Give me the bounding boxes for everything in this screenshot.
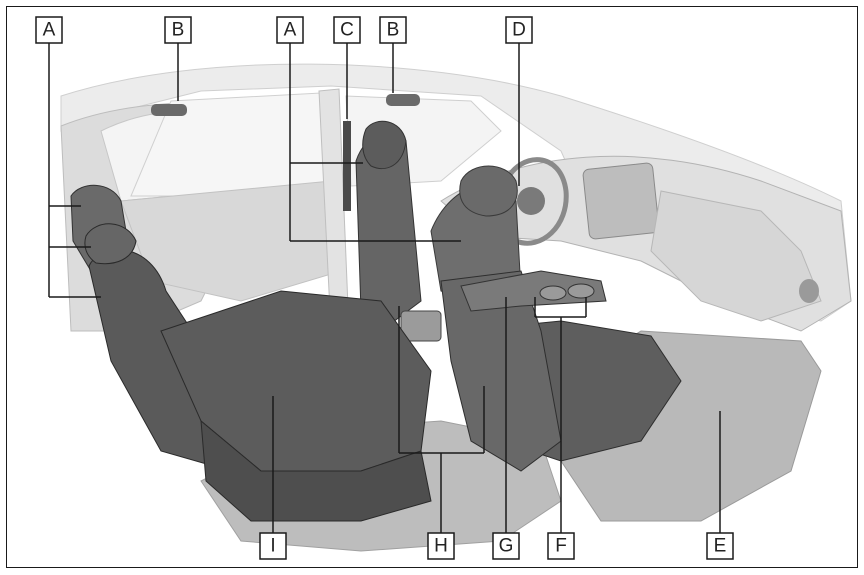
callout-g: G — [493, 533, 519, 559]
seatbelt — [343, 121, 351, 211]
callout-label: B — [387, 20, 400, 41]
callout-f: F — [548, 533, 574, 559]
front-grab-handle — [386, 94, 420, 106]
center-display — [583, 163, 660, 240]
callout-a-mid: A — [277, 17, 303, 43]
callout-label: E — [714, 536, 727, 557]
callout-c: C — [334, 17, 360, 43]
callout-a-left: A — [36, 17, 62, 43]
callout-label: I — [270, 536, 275, 557]
vehicle-interior-illustration: A B A C B D I H G F E — [7, 7, 858, 568]
speaker-grille — [799, 279, 819, 303]
callout-label: D — [512, 20, 526, 41]
callout-d: D — [506, 17, 532, 43]
steering-hub — [517, 187, 545, 215]
callout-label: A — [43, 20, 56, 41]
callout-label: F — [555, 536, 567, 557]
callout-label: A — [284, 20, 297, 41]
callout-b-right: B — [380, 17, 406, 43]
front-headrest — [460, 166, 518, 216]
callout-h: H — [428, 533, 454, 559]
callout-label: G — [499, 536, 514, 557]
callout-i: I — [260, 533, 286, 559]
diagram-frame: A B A C B D I H G F E — [6, 6, 858, 568]
rear-console-vents — [401, 311, 441, 341]
callout-label: C — [340, 20, 354, 41]
rear-grab-handle — [151, 104, 187, 116]
callout-label: H — [434, 536, 448, 557]
cup-holder-right — [568, 284, 594, 298]
callout-label: B — [172, 20, 185, 41]
callout-e: E — [707, 533, 733, 559]
cup-holder-left — [540, 286, 566, 300]
callout-b-left: B — [165, 17, 191, 43]
